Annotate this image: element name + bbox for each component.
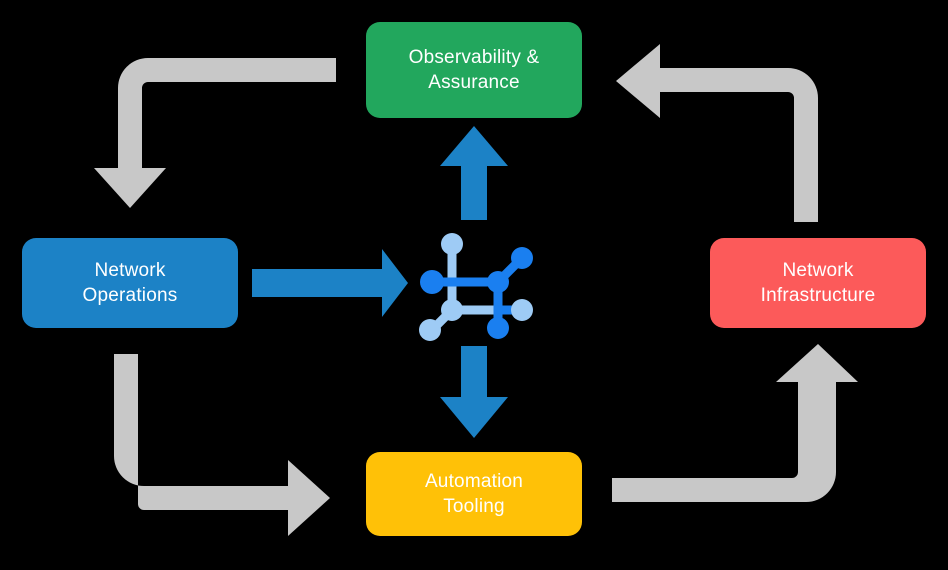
node-label-network-infrastructure: Network Infrastructure (760, 259, 876, 306)
gray-arrow-operations-to-automation (114, 354, 330, 536)
node-box-automation-tooling[interactable]: Automation Tooling (366, 452, 582, 536)
icon-node-left-dark (420, 270, 444, 294)
node-label-network-operations: Network Operations (82, 259, 178, 306)
node-label-observability-assurance: Observability & Assurance (408, 46, 540, 93)
gray-arrow-automation-to-infrastructure (612, 344, 858, 502)
icon-node-mid-left-light (441, 299, 463, 321)
icon-node-bottom-dark (487, 317, 509, 339)
icon-node-top-light (441, 233, 463, 255)
icon-node-hub-dark (487, 271, 509, 293)
icon-node-top-right-dark (511, 247, 533, 269)
node-box-network-infrastructure[interactable]: Network Infrastructure (710, 238, 926, 328)
blue-arrow-center-to-automation (440, 346, 508, 438)
icon-node-right-light (511, 299, 533, 321)
node-box-observability-assurance[interactable]: Observability & Assurance (366, 22, 582, 118)
node-label-automation-tooling: Automation Tooling (424, 470, 524, 517)
network-topology-icon (419, 233, 533, 341)
gray-arrow-observability-to-operations (94, 58, 336, 208)
icon-node-bottom-left-light (419, 319, 441, 341)
gray-arrow-infrastructure-to-observability (616, 44, 818, 222)
blue-arrow-center-to-observability (440, 126, 508, 220)
node-box-network-operations[interactable]: Network Operations (22, 238, 238, 328)
blue-arrow-operations-to-center (252, 249, 408, 317)
